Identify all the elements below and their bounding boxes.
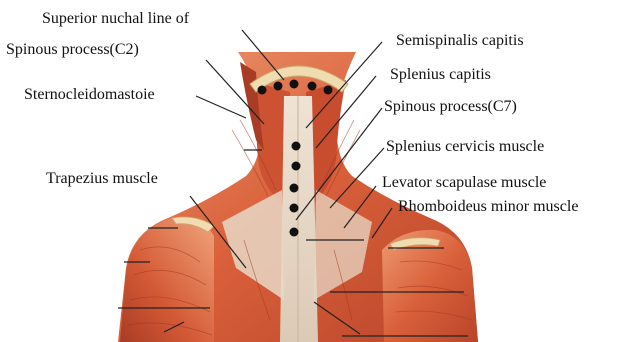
nuchal-marker (308, 82, 317, 91)
label-superior-nuchal-line: Superior nuchal line of (42, 10, 189, 28)
spine-aponeurosis (280, 96, 318, 342)
spinous-marker (290, 204, 299, 213)
label-sternocleidomastoie: Sternocleidomastoie (24, 86, 155, 104)
label-splenius-cervicis-muscle: Splenius cervicis muscle (386, 138, 544, 156)
leader-sternocleido (196, 96, 246, 118)
spinous-marker (290, 228, 299, 237)
spinous-marker (292, 142, 301, 151)
nuchal-marker (324, 86, 333, 95)
left-shoulder-muscle (120, 217, 214, 342)
label-rhomboideus-minor-muscle: Rhomboideus minor muscle (398, 198, 578, 216)
nuchal-marker (290, 80, 299, 89)
label-trapezius-muscle: Trapezius muscle (46, 170, 158, 188)
label-spinous-process-c7: Spinous process(C7) (384, 98, 517, 116)
label-splenius-capitis: Splenius capitis (390, 66, 491, 84)
label-semispinalis-capitis: Semispinalis capitis (396, 32, 524, 50)
spinous-marker (290, 184, 299, 193)
nuchal-marker (258, 86, 267, 95)
nuchal-marker (274, 82, 283, 91)
spinous-marker (292, 162, 301, 171)
label-levator-scapulase-muscle: Levator scapulase muscle (382, 174, 546, 192)
label-spinous-process-c2: Spinous process(C2) (6, 41, 139, 59)
